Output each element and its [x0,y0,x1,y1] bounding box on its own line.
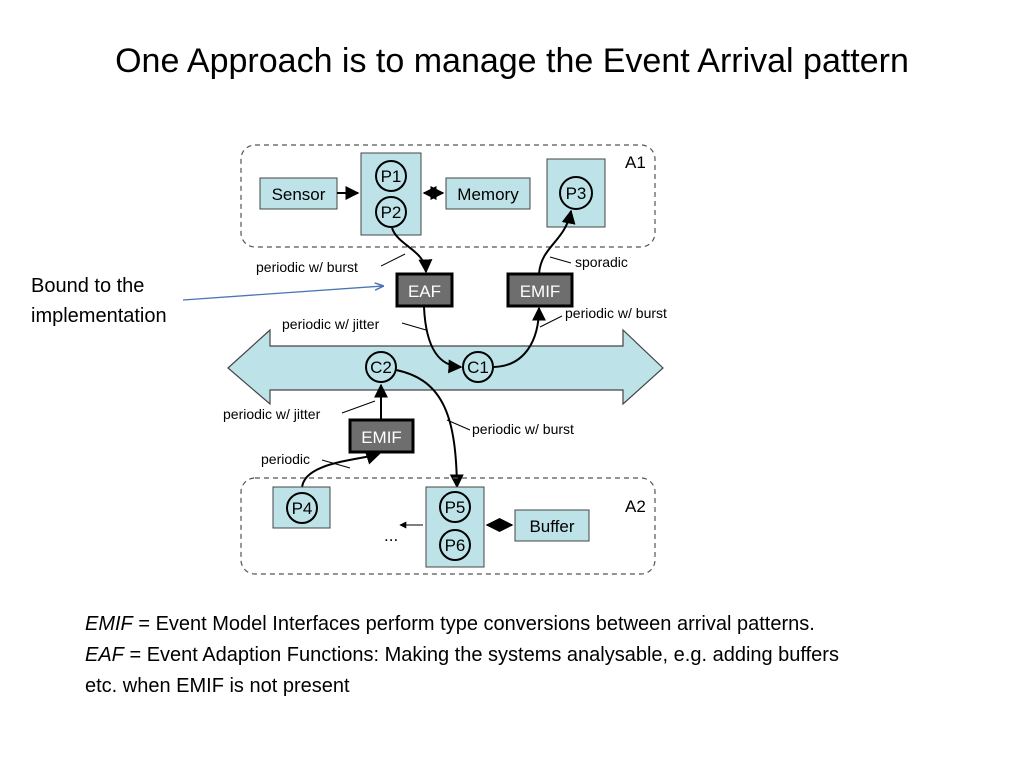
label-periodic-burst-bottom: periodic w/ burst [472,421,574,437]
emif-top-label: EMIF [520,282,561,301]
note-emif-definition: = Event Model Interfaces perform type co… [132,613,815,635]
p5-label: P5 [445,498,466,517]
area-a2-label: A2 [625,497,646,516]
c1-label: C1 [467,358,489,377]
leader-periodic-burst-top [380,253,406,267]
p2-node [375,196,407,228]
p6-node [439,529,471,561]
emif-top-box [506,272,574,308]
leader-periodic [321,459,351,469]
label-sporadic: sporadic [575,254,628,270]
label-periodic-burst-top: periodic w/ burst [256,259,358,275]
p1-node [375,160,407,192]
emif-bottom-label: EMIF [361,428,402,447]
p6-label: P6 [445,536,466,555]
area-a1-label: A1 [625,153,646,172]
note-line-3: etc. when EMIF is not present [85,675,350,697]
p3-node [559,176,593,210]
ellipsis-text: ... [384,526,398,545]
sensor-box [259,177,338,210]
label-periodic: periodic [261,451,310,467]
label-periodic-jitter-top: periodic w/ jitter [282,316,380,332]
callout-line-1: Bound to the [31,275,145,297]
p4-to-emif-arrow [301,451,381,490]
c1-to-emif-arrow [493,306,546,368]
note-eaf: EAF = Event Adaption Functions: Making t… [85,640,985,671]
c2-to-p5-arrow [395,369,464,489]
area-a2-boundary [240,477,656,575]
note-eaf-term: EAF [85,644,124,666]
leader-periodic-jitter-top [401,322,427,331]
emif-to-p3-arrow [538,209,576,275]
callout-text: Bound to the implementation [31,271,167,331]
c2-label: C2 [370,358,392,377]
p2-to-eaf-arrow [391,227,433,274]
p4-node [286,492,318,524]
buffer-label: Buffer [529,517,574,536]
memory-label: Memory [457,185,519,204]
c1-node [462,351,494,383]
note-emif-term: EMIF [85,613,133,635]
leader-periodic-burst-right [539,315,563,328]
eaf-box [395,272,454,308]
p4-label: P4 [292,499,313,518]
p3-label: P3 [566,184,587,203]
label-periodic-burst-right: periodic w/ burst [565,305,667,321]
p1-label: P1 [381,167,402,186]
notes-block: EMIF = Event Model Interfaces perform ty… [85,609,985,702]
memory-box [445,177,531,210]
p2-label: P2 [381,203,402,222]
slide-title: One Approach is to manage the Event Arri… [115,42,909,80]
p5-node [439,491,471,523]
callout-arrow [182,286,383,301]
sensor-label: Sensor [272,185,326,204]
leader-sporadic [549,256,572,264]
eaf-label: EAF [408,282,441,301]
buffer-box [514,509,590,542]
note-emif: EMIF = Event Model Interfaces perform ty… [85,609,985,640]
leader-periodic-jitter-bottom [341,400,376,414]
leader-periodic-burst-bottom [446,419,471,431]
note-eaf-definition: = Event Adaption Functions: Making the s… [123,644,839,666]
network-bus [227,328,664,406]
eaf-to-c1-arrow [423,306,463,374]
callout-line-2: implementation [31,305,167,327]
area-a1-boundary [240,144,656,248]
label-periodic-jitter-bottom: periodic w/ jitter [223,406,321,422]
c2-node [365,351,397,383]
